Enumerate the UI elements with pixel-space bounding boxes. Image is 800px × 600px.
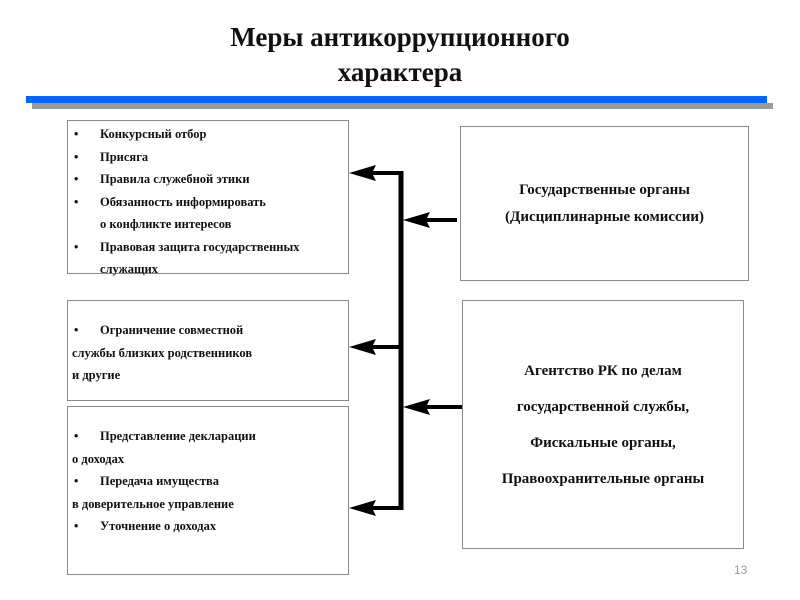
list-item: • Представление декларации [72, 425, 348, 448]
list-item: • Конкурсный отбор [68, 123, 348, 146]
list-item-text: в доверительное управление [72, 496, 234, 511]
bullet-icon: • [74, 194, 79, 209]
agency-line: Правоохранительные органы [501, 470, 705, 487]
bullet-icon: • [74, 172, 79, 186]
list-item: служащих [68, 258, 348, 281]
list-item-text: Правила служебной этики [100, 172, 250, 186]
arrow-to-box-1-head [349, 165, 376, 181]
bullet-icon: • [74, 149, 79, 164]
page-number: 13 [734, 563, 748, 577]
title-underline-shadow [32, 103, 773, 109]
arrow-to-box-2-head [349, 339, 376, 355]
list-item: • Присяга [68, 146, 348, 169]
list-item: службы близких родственников [72, 342, 348, 365]
bullet-icon: • [74, 127, 79, 141]
list-item-text: Конкурсный отбор [100, 127, 207, 141]
list-item-text: Ограничение совместной [100, 323, 244, 337]
state-bodies-box: Государственные органы (Дисциплинарные к… [460, 126, 749, 281]
list-item: • Передача имущества [72, 470, 348, 493]
bullet-icon: • [74, 239, 79, 254]
bullet-icon: • [74, 519, 79, 533]
bullet-icon: • [74, 323, 79, 337]
slide-title: Меры антикоррупционного характера [0, 20, 800, 90]
list-item-text: службы близких родственников [72, 345, 253, 360]
title-underline [26, 96, 767, 103]
slide-title-line-1: Меры антикоррупционного [230, 22, 570, 52]
list-item: • Уточнение о доходах [72, 515, 348, 538]
list-item-text: служащих [100, 262, 158, 276]
agency-box: Агентство РК по делам государственной сл… [462, 300, 744, 549]
arrow-to-box-3-head [349, 500, 376, 516]
agency-line: Фискальные органы, [530, 434, 676, 451]
list-item-text: и другие [72, 368, 121, 382]
measures-box-general: • Конкурсный отбор • Присяга • Правила служ… [67, 120, 349, 276]
measures-list: • Конкурсный отбор • Присяга • Правила служ… [68, 123, 348, 281]
list-item-text: Представление декларации [100, 429, 256, 443]
list-item: о доходах [72, 448, 348, 471]
list-item: • Правовая защита государственных [68, 236, 348, 259]
state-bodies-line: Государственные органы [519, 181, 690, 198]
bullet-icon: • [74, 474, 79, 488]
agency-line: государственной службы, [516, 398, 690, 415]
measures-box-relatives: • Ограничение совместной службы близких р… [67, 300, 349, 401]
list-item-text: Присяга [100, 149, 149, 164]
list-item: в доверительное управление [72, 493, 348, 516]
list-item-text: Уточнение о доходах [100, 519, 217, 533]
list-item: • Ограничение совместной [72, 319, 348, 342]
list-item: • Правила служебной этики [68, 168, 348, 191]
list-item-text: Обязанность информировать [100, 194, 266, 209]
list-item: • Обязанность информировать [68, 191, 348, 214]
slide-title-line-2: характера [337, 57, 463, 87]
list-item-text: о конфликте интересов [100, 217, 232, 231]
list-item-text: Правовая защита государственных [100, 239, 300, 254]
agency-line: Агентство РК по делам [524, 362, 682, 379]
arrow-from-state-bodies-head [403, 212, 430, 228]
arrow-from-agency-head [403, 399, 430, 415]
bullet-icon: • [74, 429, 79, 443]
measures-box-income: • Представление декларации о доходах • Пер… [67, 406, 349, 575]
list-item-text: Передача имущества [100, 474, 220, 488]
state-bodies-line: (Дисциплинарные комиссии) [505, 208, 704, 225]
list-item: о конфликте интересов [68, 213, 348, 236]
list-item-text: о доходах [72, 451, 125, 466]
list-item: и другие [72, 364, 348, 387]
